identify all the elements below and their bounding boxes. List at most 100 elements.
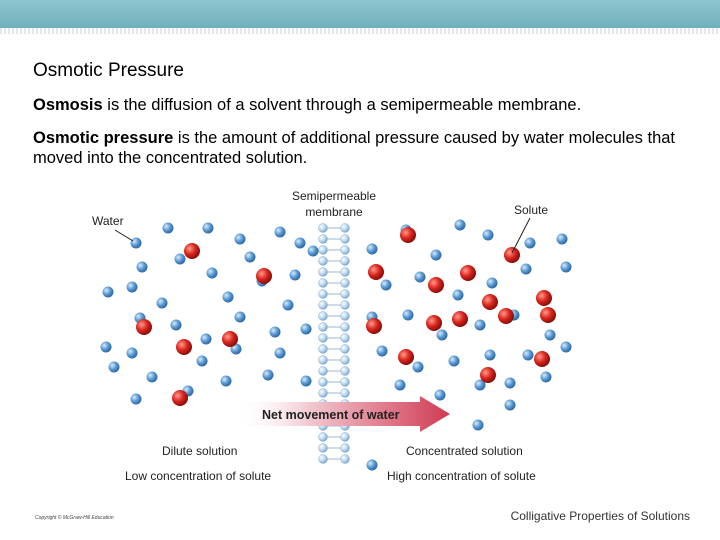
water-molecule [472, 419, 484, 431]
osmosis-definition: Osmosis is the diffusion of a solvent th… [33, 95, 693, 115]
concentrated-solution-label: Concentrated solution [406, 444, 523, 458]
water-molecule [474, 379, 486, 391]
membrane-bead [340, 245, 350, 255]
membrane-bead [318, 245, 328, 255]
water-molecule [162, 222, 174, 234]
arrow-label: Net movement of water [262, 408, 400, 422]
water-molecule [524, 237, 536, 249]
water-molecule [486, 277, 498, 289]
water-molecule [436, 329, 448, 341]
membrane-bead [340, 366, 350, 376]
water-molecule [430, 249, 442, 261]
water-molecule [556, 233, 568, 245]
membrane-bead [340, 454, 350, 464]
membrane-bead [340, 443, 350, 453]
water-molecule [282, 299, 294, 311]
semipermeable-membrane [318, 223, 350, 464]
water-molecule [504, 399, 516, 411]
solute-particle [460, 265, 476, 281]
osmosis-text: is the diffusion of a solvent through a … [102, 96, 582, 114]
membrane-bead [340, 311, 350, 321]
water-molecule [412, 361, 424, 373]
membrane-bead [318, 278, 328, 288]
water-molecule [262, 369, 274, 381]
membrane-bead [340, 267, 350, 277]
water-molecule [146, 371, 158, 383]
water-molecule [222, 291, 234, 303]
membrane-bead [340, 432, 350, 442]
membrane-bead [340, 377, 350, 387]
water-molecule [454, 219, 466, 231]
water-molecule [434, 389, 446, 401]
water-label: Water [92, 214, 124, 228]
water-molecule [484, 349, 496, 361]
membrane-bead [318, 377, 328, 387]
water-molecule [289, 269, 301, 281]
water-molecule [202, 222, 214, 234]
water-molecule [294, 237, 306, 249]
membrane-bead [340, 256, 350, 266]
water-molecule [300, 375, 312, 387]
water-molecule [269, 326, 281, 338]
solute-particle [426, 315, 442, 331]
solute-particle [534, 351, 550, 367]
water-molecule [474, 319, 486, 331]
water-molecule [394, 379, 406, 391]
water-molecule [102, 286, 114, 298]
membrane-bead [318, 234, 328, 244]
membrane-bead [318, 223, 328, 233]
membrane-bead [318, 267, 328, 277]
solute-particle [184, 243, 200, 259]
water-molecule [274, 347, 286, 359]
particles [100, 219, 572, 471]
header-divider [0, 28, 720, 34]
water-molecule [520, 263, 532, 275]
membrane-bead [318, 322, 328, 332]
osmotic-pressure-definition: Osmotic pressure is the amount of additi… [33, 128, 693, 168]
water-molecule [540, 371, 552, 383]
membrane-bead [318, 300, 328, 310]
membrane-bead [340, 355, 350, 365]
dilute-solution-label: Dilute solution [162, 444, 237, 458]
membrane-bead [340, 388, 350, 398]
solute-particle [400, 227, 416, 243]
water-molecule [130, 393, 142, 405]
osmotic-pressure-text: is the amount of additional pressure cau… [33, 129, 676, 167]
high-concentration-label: High concentration of solute [387, 469, 536, 483]
water-molecule [366, 459, 378, 471]
membrane-bead [318, 355, 328, 365]
membrane-bead [340, 278, 350, 288]
water-molecule [130, 237, 142, 249]
osmosis-term: Osmosis [33, 96, 103, 114]
solute-particle [172, 390, 188, 406]
solute-particle [398, 349, 414, 365]
membrane-bead [318, 311, 328, 321]
membrane-bead [318, 344, 328, 354]
water-molecule [560, 341, 572, 353]
water-molecule [126, 281, 138, 293]
water-molecule [200, 333, 212, 345]
page-title: Osmotic Pressure [33, 60, 184, 81]
membrane-bead [340, 234, 350, 244]
water-molecule [452, 289, 464, 301]
copyright-notice: Copyright © McGraw-Hill Education [35, 515, 114, 521]
water-molecule [522, 349, 534, 361]
solute-particle [176, 339, 192, 355]
solute-particle [504, 247, 520, 263]
membrane-bead [318, 333, 328, 343]
solute-particle [428, 277, 444, 293]
water-molecule [274, 226, 286, 238]
water-molecule [504, 377, 516, 389]
water-molecule [544, 329, 556, 341]
membrane-bead [318, 289, 328, 299]
solute-particle [222, 331, 238, 347]
water-molecule [156, 297, 168, 309]
net-movement-arrow [235, 396, 450, 432]
water-molecule [366, 243, 378, 255]
solute-particle [480, 367, 496, 383]
water-molecule [136, 261, 148, 273]
water-molecule [196, 355, 208, 367]
membrane-label-line1: Semipermeable [292, 189, 376, 203]
water-molecule [380, 279, 392, 291]
membrane-bead [340, 300, 350, 310]
